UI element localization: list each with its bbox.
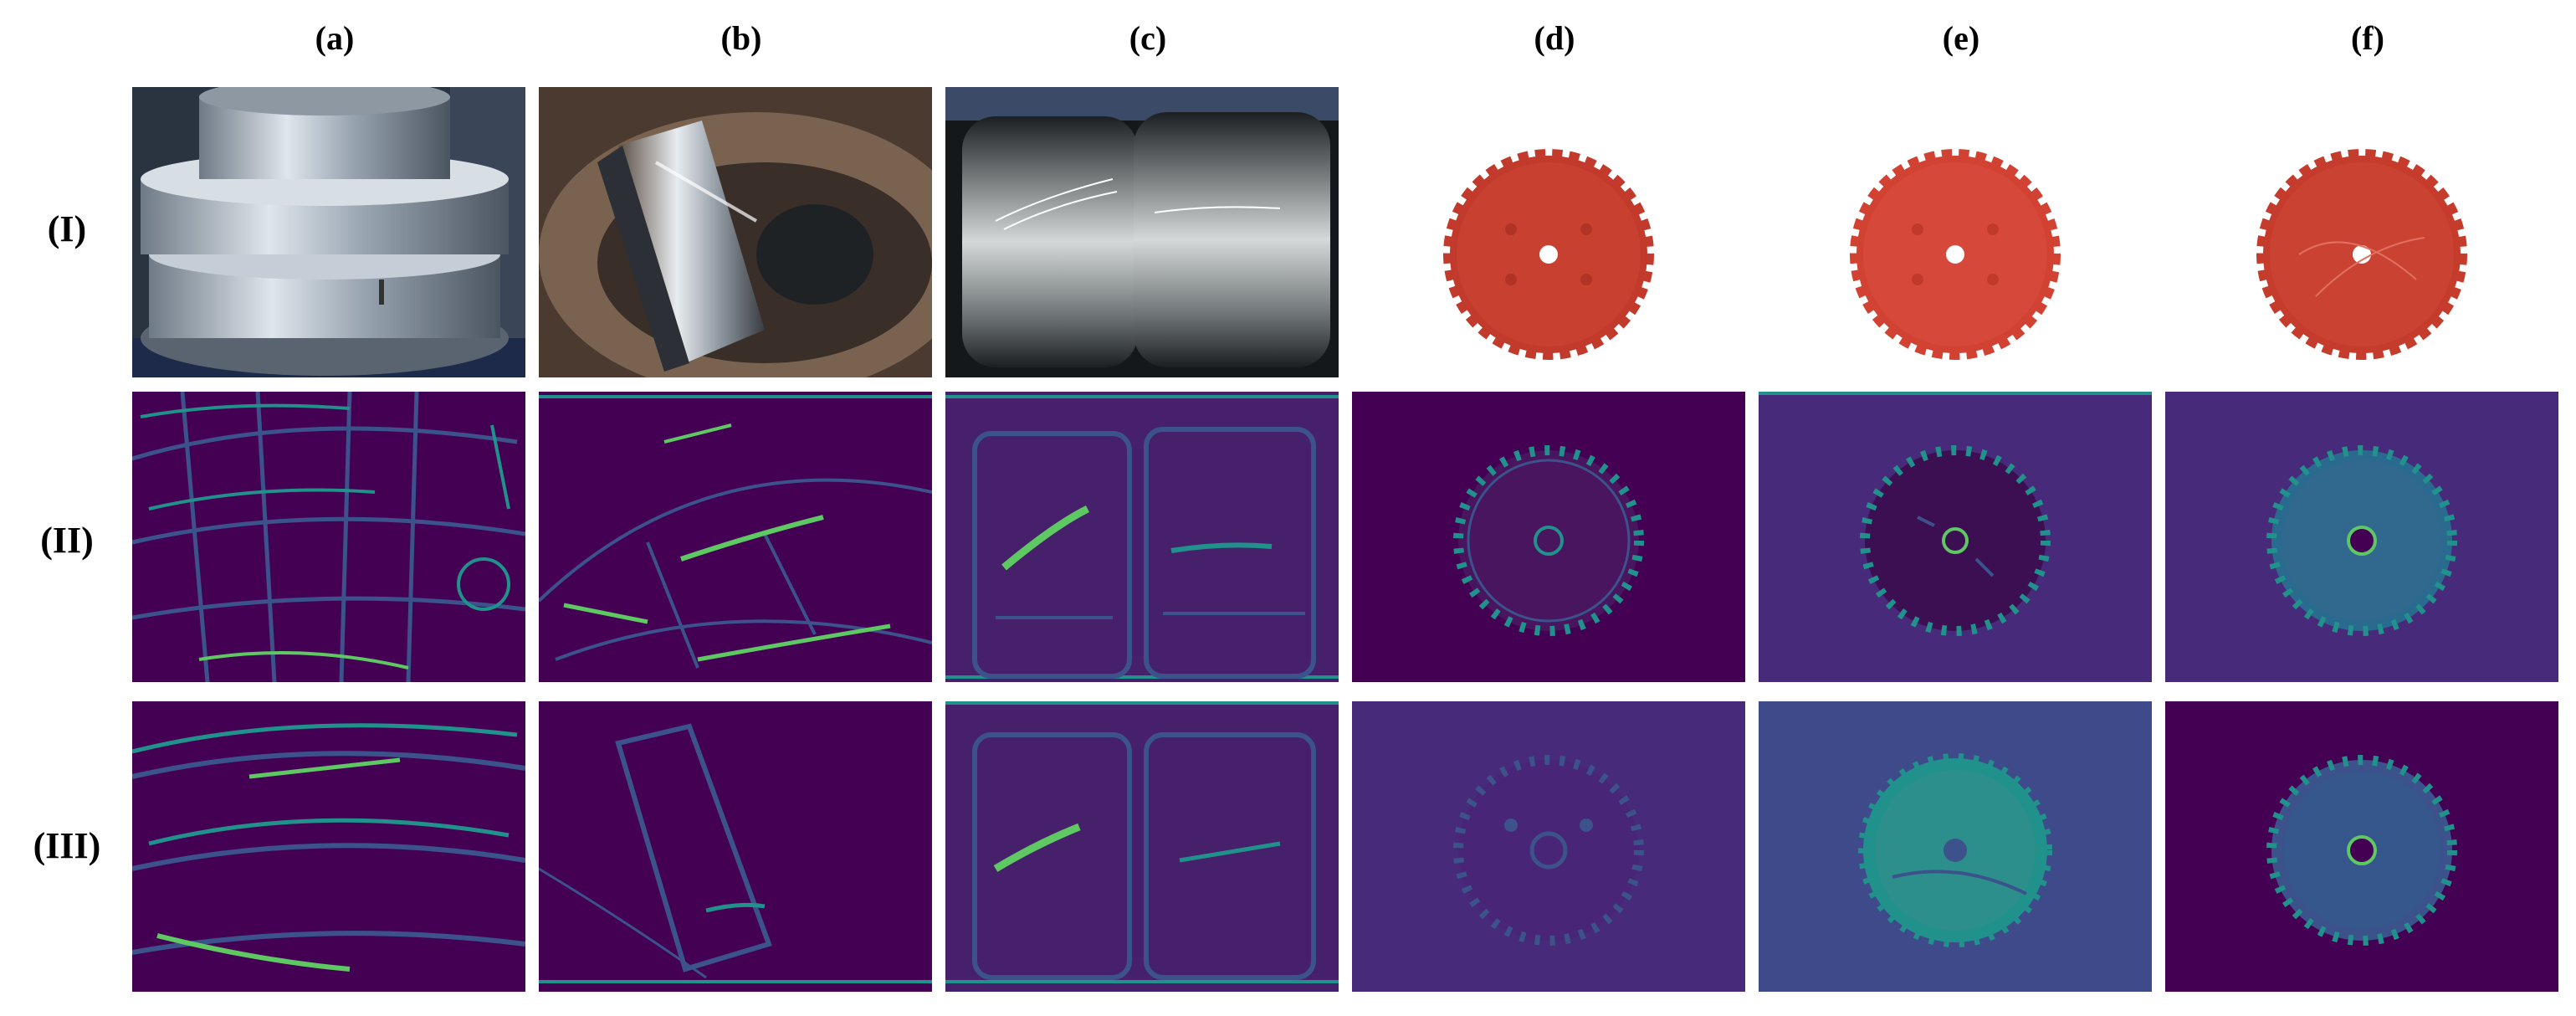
row-label-I: (I) <box>47 208 87 249</box>
heatmap-e-II <box>1759 392 2152 682</box>
heatmap-b-III <box>539 701 932 992</box>
heatmap-c-III <box>945 701 1339 992</box>
heatmap-d-II <box>1352 392 1745 682</box>
photo-bearing-tilted <box>539 87 932 377</box>
heatmap-a-II <box>132 392 525 682</box>
photo-gear-e <box>1759 87 2152 377</box>
photo-bearing-pair <box>945 87 1339 377</box>
heatmap-c-II <box>945 392 1339 682</box>
column-label-a: (a) <box>315 19 355 57</box>
heatmap-f-II <box>2165 392 2558 682</box>
column-label-d: (d) <box>1534 19 1575 57</box>
photo-gear-d <box>1352 87 1745 377</box>
photo-bearing-stack <box>132 87 525 377</box>
heatmap-a-III <box>132 701 525 992</box>
row-label-III: (III) <box>33 825 101 866</box>
heatmap-e-III <box>1759 701 2152 992</box>
column-label-e: (e) <box>1942 19 1980 57</box>
heatmap-b-II <box>539 392 932 682</box>
heatmap-d-III <box>1352 701 1745 992</box>
photo-gear-f <box>2165 87 2558 377</box>
row-label-II: (II) <box>40 520 94 561</box>
heatmap-f-III <box>2165 701 2558 992</box>
column-label-f: (f) <box>2351 19 2384 57</box>
column-label-c: (c) <box>1129 19 1167 57</box>
column-label-b: (b) <box>720 19 762 57</box>
